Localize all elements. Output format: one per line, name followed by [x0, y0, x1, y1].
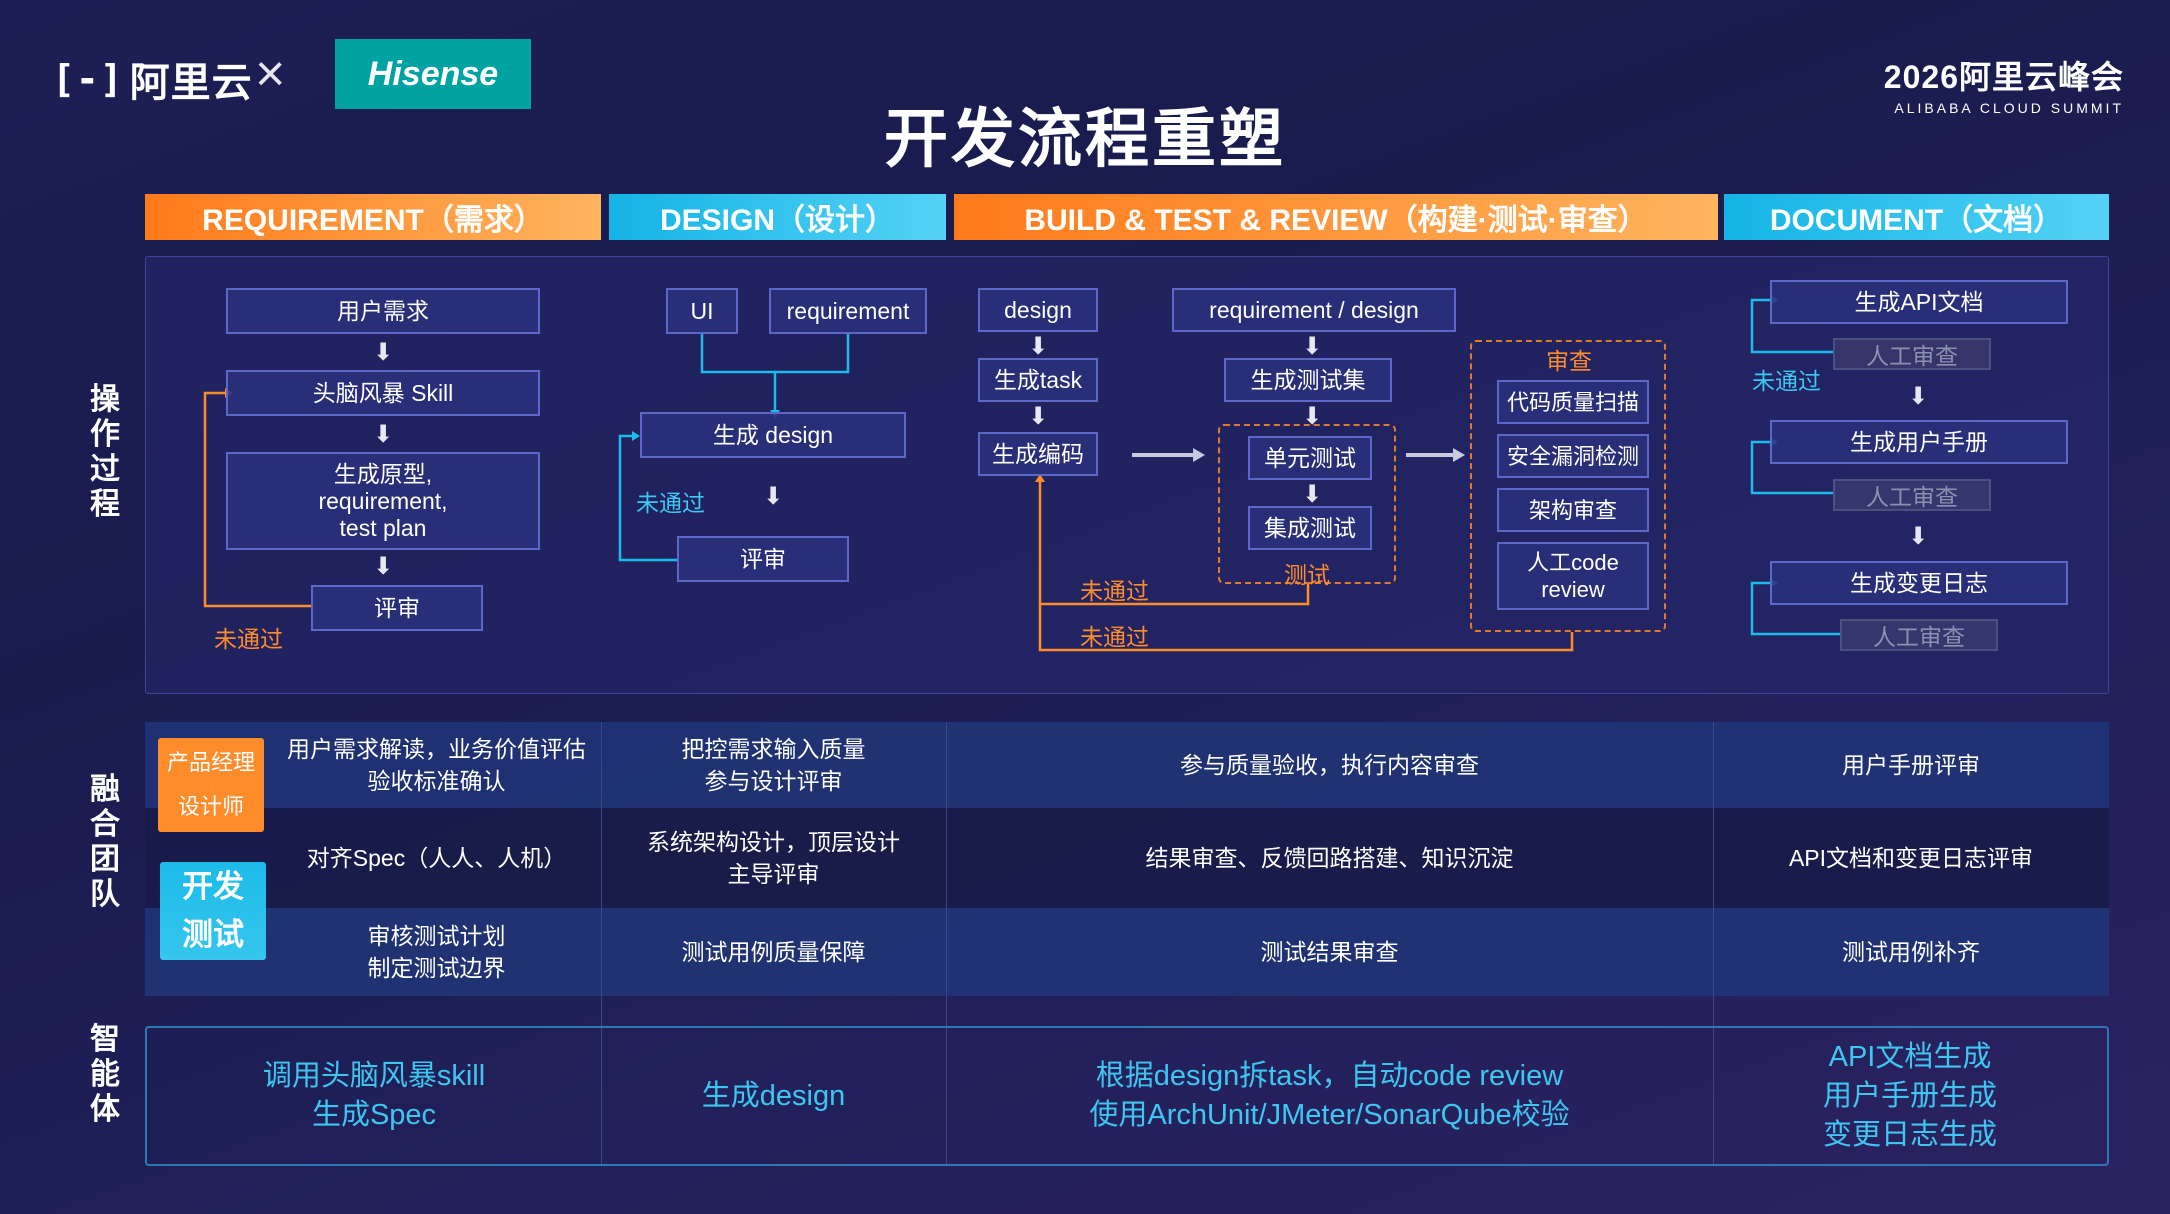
- review-group: [1470, 340, 1666, 632]
- summit-subtitle: ALIBABA CLOUD SUMMIT: [1894, 100, 2124, 116]
- page-title: 开发流程重塑: [884, 103, 1286, 175]
- side-label-team: 融合团队: [90, 773, 120, 911]
- build-fail-label-1: 未通过: [1080, 578, 1149, 604]
- review-code-quality: 代码质量扫描: [1497, 380, 1649, 424]
- agent-cell-document: API文档生成 用户手册生成 变更日志生成: [1822, 1040, 1997, 1151]
- arrow-down-icon: ⬇: [1027, 403, 1049, 430]
- arrow-down-icon: ⬇: [1301, 403, 1323, 430]
- cross-icon: ×: [255, 45, 286, 103]
- column-divider: [601, 722, 602, 1166]
- req-fail-label: 未通过: [214, 626, 283, 652]
- build-gen-testset: 生成测试集: [1224, 358, 1392, 402]
- doc-manual-review-1: 人工审查: [1833, 338, 1991, 370]
- doc-gen-manual: 生成用户手册: [1770, 420, 2068, 464]
- team-row-2: [145, 808, 2109, 908]
- aliyun-logo-text: 阿里云: [129, 61, 253, 105]
- build-gen-code: 生成编码: [978, 432, 1098, 476]
- team-cell: 系统架构设计，顶层设计 主导评审: [647, 829, 900, 887]
- doc-gen-api: 生成API文档: [1770, 280, 2068, 324]
- req-step-user-needs: 用户需求: [226, 288, 540, 334]
- team-row-1: [145, 722, 2109, 808]
- req-step-prototype: 生成原型, requirement, test plan: [226, 452, 540, 550]
- arrow-down-icon: ⬇: [1907, 383, 1929, 410]
- team-cell: 用户需求解读，业务价值评估 验收标准确认: [287, 736, 586, 794]
- role-pm: 产品经理: [166, 750, 255, 775]
- review-architecture: 架构审查: [1497, 488, 1649, 532]
- design-ui: UI: [666, 288, 738, 334]
- team-cell: 测试结果审查: [1260, 939, 1399, 965]
- build-fail-label-2: 未通过: [1080, 624, 1149, 650]
- arrow-down-icon: ⬇: [1301, 481, 1323, 508]
- role-test: 测试: [182, 917, 244, 952]
- team-cell: 审核测试计划 制定测试边界: [367, 923, 506, 981]
- build-unit-test: 单元测试: [1248, 436, 1372, 480]
- side-label-process: 操作过程: [90, 383, 120, 521]
- design-fail-label: 未通过: [636, 490, 705, 516]
- side-label-agent: 智能体: [90, 1023, 120, 1126]
- team-cell: 结果审查、反馈回路搭建、知识沉淀: [1145, 845, 1514, 871]
- review-manual-code: 人工code review: [1497, 542, 1649, 610]
- phase-build-test-review: BUILD & TEST & REVIEW（构建·测试·审查）: [954, 194, 1718, 240]
- req-step-review: 评审: [311, 585, 483, 631]
- aliyun-logo: [-] 阿里云: [52, 50, 253, 108]
- team-cell: 用户手册评审: [1842, 752, 1980, 778]
- doc-manual-review-3: 人工审查: [1840, 619, 1998, 651]
- design-generate: 生成 design: [640, 412, 906, 458]
- arrow-down-icon: ⬇: [1907, 523, 1929, 550]
- team-row-3: [145, 908, 2109, 996]
- doc-fail-label: 未通过: [1752, 368, 1821, 394]
- arrow-down-icon: ⬇: [372, 553, 394, 580]
- agent-cell-build: 根据design拆task，自动code review 使用ArchUnit/J…: [1089, 1060, 1570, 1131]
- phase-design: DESIGN（设计）: [609, 194, 946, 240]
- team-cell: 对齐Spec（人人、人机）: [306, 845, 567, 871]
- role-pm-designer: 产品经理 设计师: [158, 738, 264, 832]
- doc-manual-review-2: 人工审查: [1833, 479, 1991, 511]
- team-cell: 参与质量验收，执行内容审查: [1180, 752, 1479, 778]
- agent-cell-design: 生成design: [701, 1079, 846, 1112]
- arrow-down-icon: ⬇: [1027, 333, 1049, 360]
- test-group: [1218, 424, 1396, 584]
- agent-cell-requirement: 调用头脑风暴skill 生成Spec: [262, 1060, 486, 1131]
- build-gen-task: 生成task: [978, 358, 1098, 402]
- design-review: 评审: [677, 536, 849, 582]
- phase-document: DOCUMENT（文档）: [1724, 194, 2109, 240]
- column-divider: [946, 722, 947, 1166]
- column-divider: [1713, 722, 1714, 1166]
- team-cell: 把控需求输入质量 参与设计评审: [681, 736, 866, 794]
- arrow-down-icon: ⬇: [372, 339, 394, 366]
- team-cell: 测试用例质量保障: [681, 939, 866, 965]
- build-design: design: [978, 288, 1098, 332]
- aliyun-bracket-icon: [-]: [52, 57, 124, 101]
- summit-title: 2026阿里云峰会: [1883, 59, 2124, 95]
- role-dev-test: 开发 测试: [160, 862, 266, 960]
- build-integration-test: 集成测试: [1248, 506, 1372, 550]
- phase-requirement: REQUIREMENT（需求）: [145, 194, 601, 240]
- arrow-down-icon: ⬇: [372, 421, 394, 448]
- role-designer: 设计师: [177, 794, 244, 819]
- doc-gen-changelog: 生成变更日志: [1770, 561, 2068, 605]
- design-requirement: requirement: [769, 288, 927, 334]
- summit-logo: 2026阿里云峰会 ALIBABA CLOUD SUMMIT: [1884, 52, 2124, 116]
- review-security: 安全漏洞检测: [1497, 434, 1649, 478]
- build-req-design: requirement / design: [1172, 288, 1456, 332]
- arrow-down-icon: ⬇: [1301, 333, 1323, 360]
- role-dev: 开发: [182, 869, 244, 904]
- test-group-label: 测试: [1284, 562, 1330, 588]
- team-cell: 测试用例补齐: [1842, 939, 1980, 965]
- review-group-label: 审查: [1546, 348, 1592, 374]
- team-cell: API文档和变更日志评审: [1788, 845, 2034, 871]
- req-step-brainstorm: 头脑风暴 Skill: [226, 370, 540, 416]
- arrow-down-icon: ⬇: [762, 483, 784, 510]
- agent-panel: [145, 1026, 2109, 1166]
- hisense-logo: Hisense: [335, 39, 531, 109]
